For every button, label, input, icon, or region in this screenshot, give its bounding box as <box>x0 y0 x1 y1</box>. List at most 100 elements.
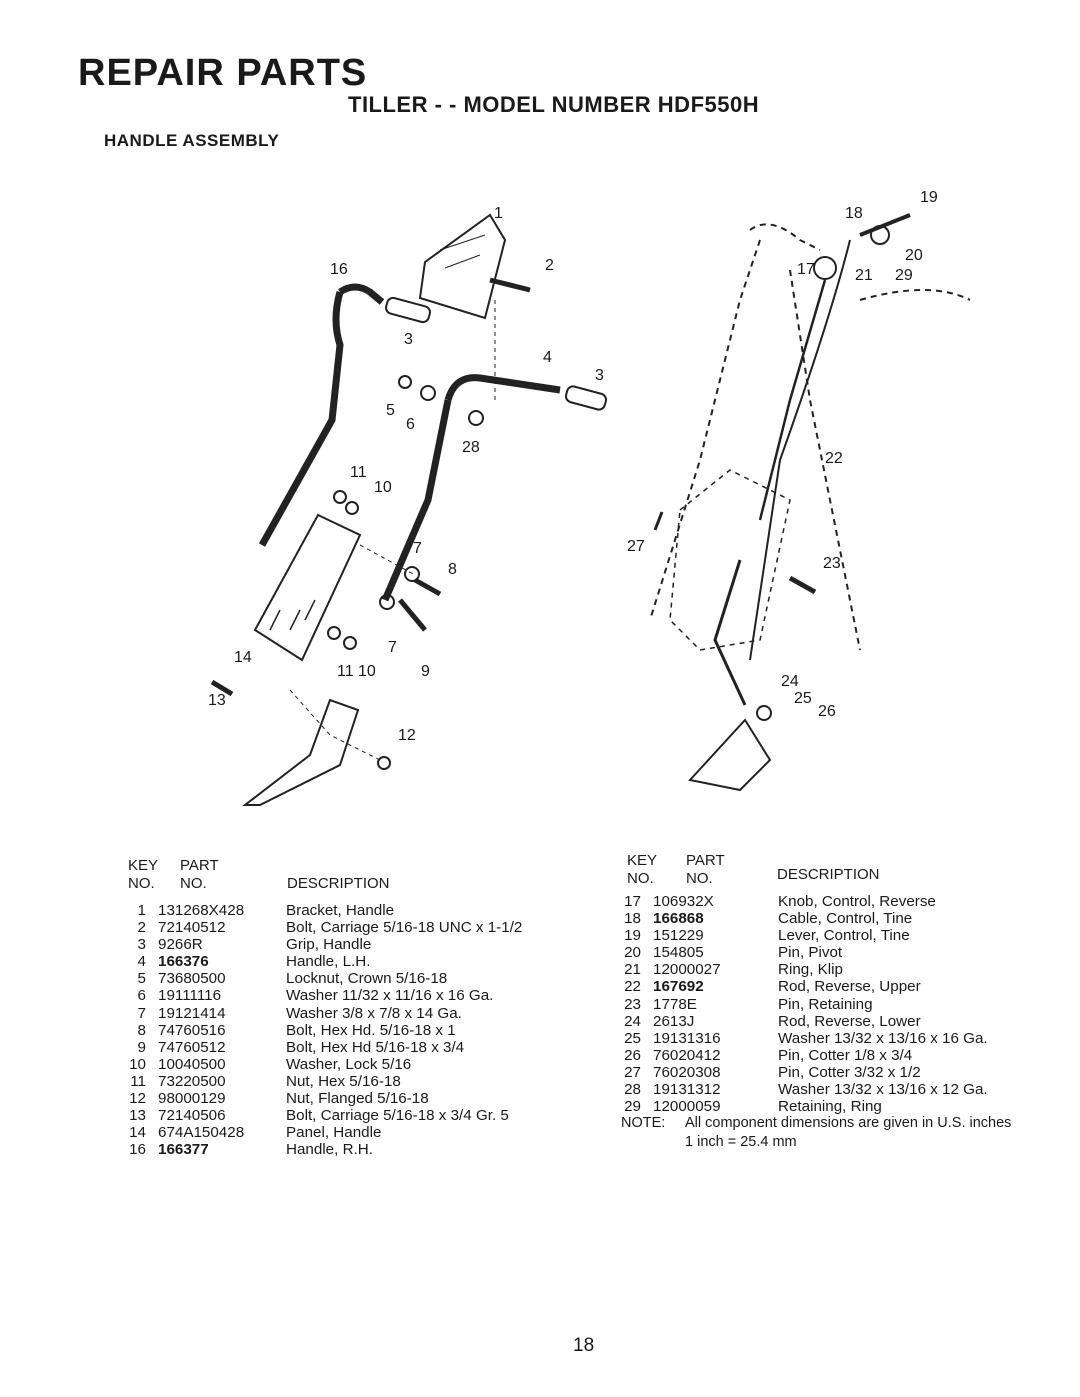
part-no: 2613J <box>653 1012 695 1030</box>
callout-number: 25 <box>794 690 812 707</box>
key-no: 17 <box>624 893 641 910</box>
part-no: 19131312 <box>653 1081 721 1099</box>
callout-number: 20 <box>905 247 923 264</box>
key-no: 21 <box>624 961 641 979</box>
description: Bolt, Hex Hd. 5/16-18 x 1 <box>286 1021 456 1039</box>
key-no: 4 <box>137 953 146 971</box>
callout-number: 27 <box>627 538 645 555</box>
col-header-description: DESCRIPTION <box>777 866 880 883</box>
callout-number: 11 <box>337 663 354 680</box>
page-number: 18 <box>573 1335 595 1356</box>
description: Washer 3/8 x 7/8 x 14 Ga. <box>286 1004 462 1022</box>
callout-number: 11 <box>350 464 367 481</box>
callout-number: 24 <box>781 673 799 690</box>
part-no: 76020412 <box>653 1046 721 1064</box>
callout-number: 12 <box>398 727 416 744</box>
description: Grip, Handle <box>286 936 372 954</box>
part-no: 151229 <box>653 927 704 945</box>
col-header-part: PART <box>180 857 219 874</box>
part-no: 10040500 <box>158 1055 226 1073</box>
key-no: 9 <box>137 1038 146 1056</box>
part-no: 19111116 <box>158 987 222 1005</box>
table-row: 6 19111116 Washer 11/32 x 11/16 x 16 Ga. <box>128 987 588 1004</box>
part-no: 166376 <box>158 953 209 971</box>
description: Handle, R.H. <box>286 1141 373 1159</box>
key-no: 6 <box>137 987 146 1005</box>
key-no: 23 <box>624 995 641 1013</box>
callout-number: 9 <box>421 663 430 680</box>
col-header-no: NO. <box>686 870 713 887</box>
callout-number: 8 <box>448 561 457 578</box>
callout-number: 19 <box>920 189 938 206</box>
part-no: 73220500 <box>158 1072 226 1090</box>
key-no: 24 <box>624 1012 641 1030</box>
col-header-no: NO. <box>627 870 654 887</box>
part-no: 73680500 <box>158 970 226 988</box>
part-no: 674A150428 <box>158 1124 245 1142</box>
callout-number: 10 <box>358 663 376 680</box>
part-no: 1778E <box>653 995 697 1013</box>
callout-number: 10 <box>374 479 392 496</box>
col-header-key: KEY <box>627 852 658 869</box>
key-no: 11 <box>130 1072 146 1090</box>
key-no: 26 <box>624 1046 641 1064</box>
description: Nut, Hex 5/16-18 <box>286 1072 401 1090</box>
key-no: 25 <box>624 1029 641 1047</box>
model-subtitle: TILLER - - MODEL NUMBER HDF550H <box>348 92 760 117</box>
key-no: 20 <box>624 944 641 962</box>
callout-number: 22 <box>825 450 843 467</box>
key-no: 22 <box>624 978 641 996</box>
key-no: 10 <box>129 1055 146 1073</box>
part-no: 166377 <box>158 1141 209 1159</box>
note-text: All component dimensions are given in U.… <box>685 1115 1012 1131</box>
callout-number: 28 <box>462 439 480 456</box>
description: Handle, L.H. <box>286 953 371 971</box>
key-no: 1 <box>137 902 146 919</box>
part-no: 72140506 <box>158 1107 226 1125</box>
description: Cable, Control, Tine <box>778 910 913 928</box>
description: Washer 13/32 x 13/16 x 16 Ga. <box>778 1029 988 1047</box>
description: Washer 11/32 x 11/16 x 16 Ga. <box>286 987 494 1005</box>
part-no: 106932X <box>653 893 714 910</box>
description: Rod, Reverse, Upper <box>778 978 921 996</box>
callout-number: 2 <box>545 257 554 274</box>
page-title: REPAIR PARTS <box>78 52 368 94</box>
description: Bolt, Hex Hd 5/16-18 x 3/4 <box>286 1038 465 1056</box>
description: Knob, Control, Reverse <box>778 893 936 910</box>
part-no: 131268X428 <box>158 902 245 919</box>
key-no: 29 <box>624 1098 641 1116</box>
description: Washer, Lock 5/16 <box>286 1055 412 1073</box>
part-no: 74760516 <box>158 1021 226 1039</box>
callout-number: 18 <box>845 205 863 222</box>
callout-number: 17 <box>797 261 815 278</box>
part-no: 9266R <box>158 936 203 954</box>
part-no: 12000059 <box>653 1098 721 1116</box>
key-no: 27 <box>624 1063 641 1081</box>
description: Nut, Flanged 5/16-18 <box>286 1090 429 1108</box>
section-heading: HANDLE ASSEMBLY <box>104 131 280 150</box>
description: Locknut, Crown 5/16-18 <box>286 970 448 988</box>
table-row: 17 106932X Knob, Control, Reverse <box>623 893 1063 910</box>
description: Bolt, Carriage 5/16-18 UNC x 1-1/2 <box>286 919 523 937</box>
handle-assembly-diagram <box>210 213 971 806</box>
key-no: 5 <box>137 970 146 988</box>
table-row: 4 166376 Handle, L.H. <box>128 953 588 970</box>
part-no: 19131316 <box>653 1029 721 1047</box>
table-row: 10 10040500 Washer, Lock 5/16 <box>128 1056 588 1073</box>
key-no: 7 <box>137 1004 146 1022</box>
key-no: 19 <box>624 927 641 945</box>
part-no: 166868 <box>653 910 704 928</box>
callout-number: 4 <box>543 349 552 366</box>
